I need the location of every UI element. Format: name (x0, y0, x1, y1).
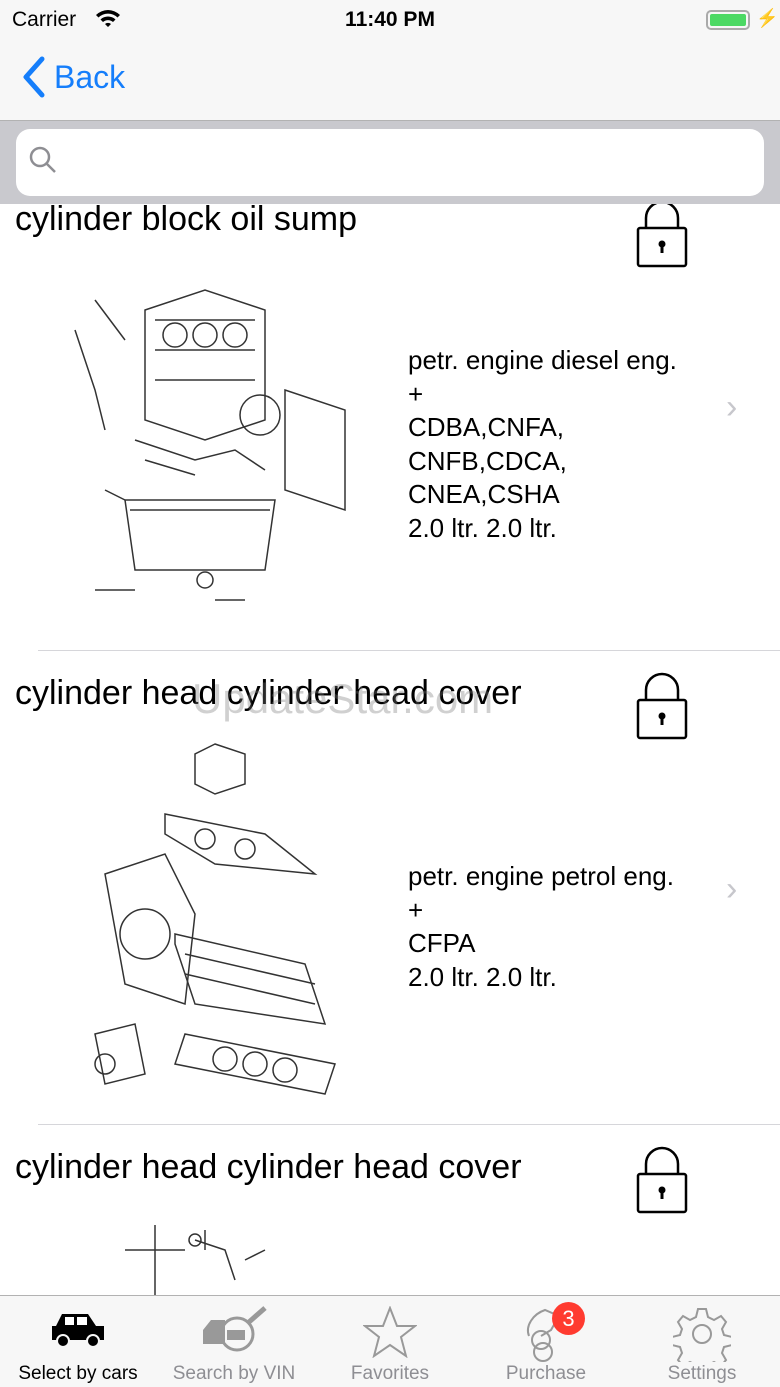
lock-icon (636, 204, 688, 268)
chevron-left-icon (23, 56, 45, 98)
desc-line: 2.0 ltr. 2.0 ltr. (408, 961, 557, 992)
gear-icon (673, 1308, 731, 1362)
charging-icon: ⚡ (756, 8, 779, 28)
tab-select-by-cars[interactable]: Select by cars (0, 1296, 156, 1387)
list-item[interactable]: cylinder head cylinder head cover (0, 1146, 780, 1295)
desc-line: CNEA,CSHA (408, 479, 560, 509)
desc-line: CNFB,CDCA, (408, 445, 567, 476)
tab-favorites[interactable]: Favorites (312, 1296, 468, 1387)
lock-icon (636, 672, 688, 740)
vin-search-icon (203, 1306, 267, 1352)
tab-label: Favorites (350, 1363, 430, 1384)
back-button[interactable]: Back (22, 56, 125, 98)
tab-label: Settings (667, 1363, 737, 1384)
status-time: 11:40 PM (345, 8, 435, 31)
desc-line: + (408, 378, 424, 409)
tab-label: Select by cars (18, 1363, 138, 1384)
item-title: cylinder head cylinder head cover (15, 674, 522, 712)
item-title: cylinder block oil sump (15, 204, 358, 238)
car-icon (52, 1314, 104, 1348)
desc-line: + (408, 894, 424, 925)
star-icon (363, 1306, 417, 1358)
desc-line: petr. engine petrol eng. (408, 861, 674, 891)
carrier-label: Carrier (12, 8, 77, 31)
status-bar: Carrier 11:40 PM ⚡ (0, 0, 780, 40)
parts-list: cylinder block oil sump petr. engine die… (0, 204, 780, 1295)
tab-bar: Select by cars Search by VIN Favorites 3… (0, 1295, 780, 1387)
list-item[interactable]: cylinder block oil sump petr. engine die… (0, 204, 780, 650)
diagram-image (125, 1225, 266, 1295)
chevron-right-icon: › (726, 388, 738, 426)
item-title: cylinder head cylinder head cover (15, 1148, 522, 1186)
tab-search-by-vin[interactable]: Search by VIN (156, 1296, 312, 1387)
desc-line: CDBA,CNFA, (408, 412, 565, 442)
battery-icon (706, 10, 750, 30)
navigation-bar: Back (0, 40, 780, 121)
back-label: Back (54, 58, 126, 95)
tab-label: Purchase (505, 1363, 587, 1384)
tab-label: Search by VIN (172, 1363, 296, 1384)
diagram-image (74, 289, 346, 601)
list-item[interactable]: cylinder head cylinder head cover petr. … (0, 672, 780, 1124)
item-description: petr. engine diesel eng. + CDBA,CNFA, CN… (408, 344, 677, 545)
wifi-icon (96, 10, 120, 27)
desc-line: CFPA (408, 928, 476, 958)
desc-line: petr. engine diesel eng. (408, 345, 677, 375)
tab-settings[interactable]: Settings (624, 1296, 780, 1387)
lock-icon (636, 1146, 688, 1214)
row-separator (38, 1124, 780, 1125)
purchase-badge: 3 (552, 1302, 585, 1335)
search-bar (0, 121, 780, 204)
desc-line: 2.0 ltr. 2.0 ltr. (408, 512, 557, 543)
chevron-right-icon: › (726, 870, 738, 908)
item-description: petr. engine petrol eng. + CFPA 2.0 ltr.… (408, 860, 674, 994)
search-icon (29, 146, 56, 173)
row-separator (38, 650, 780, 651)
diagram-image (94, 743, 336, 1095)
search-input[interactable] (16, 129, 764, 196)
tab-purchase[interactable]: 3 Purchase (468, 1296, 624, 1387)
